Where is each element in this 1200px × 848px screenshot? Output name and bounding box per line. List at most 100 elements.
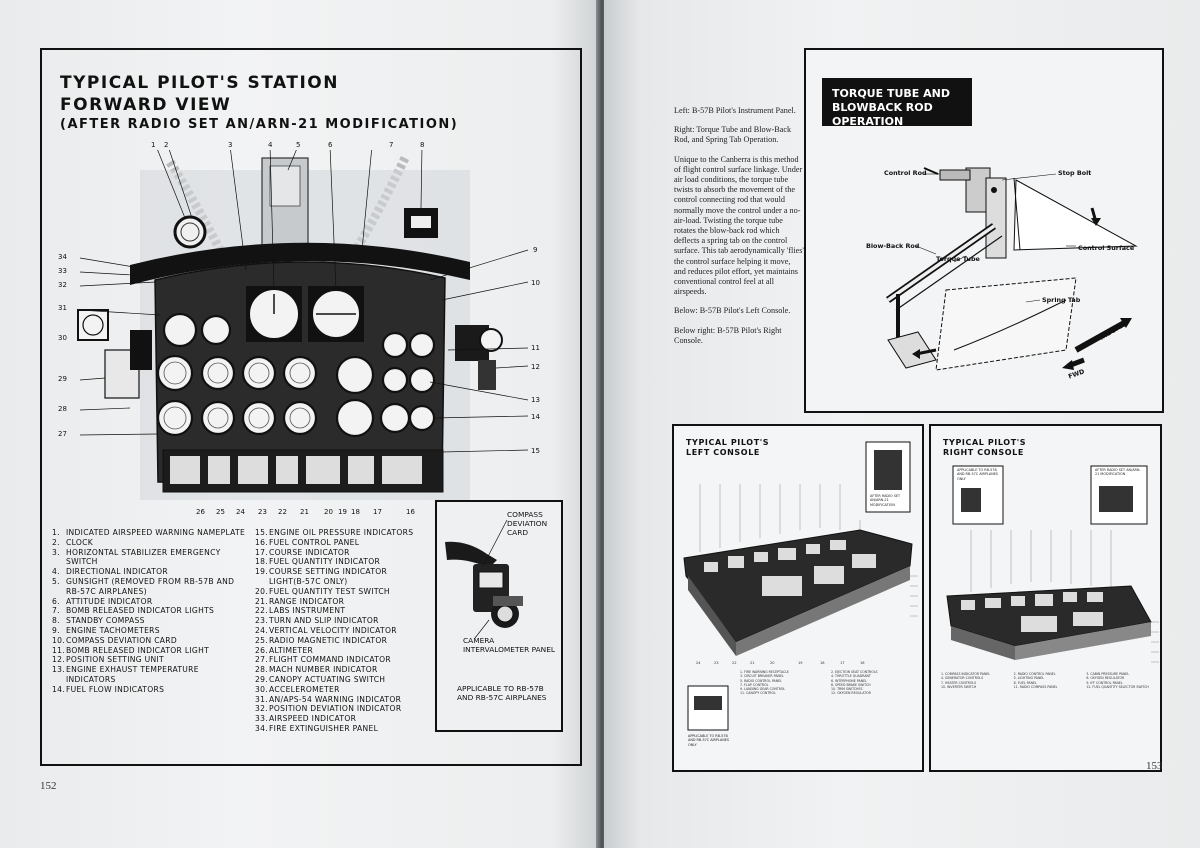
legend-num: 12.	[52, 655, 65, 665]
legend-text: Fuel control panel	[269, 537, 360, 547]
legend-text: Vertical velocity indicator	[269, 625, 397, 635]
legend-item: 5.Gunsight (removed from RB-57B and RB-5…	[52, 577, 250, 597]
legend-entry: 8. Fuel panel	[1013, 680, 1037, 685]
compass-label-bottom: APPLICABLE TO RB-57B AND RB-57C AIRPLANE…	[457, 684, 547, 702]
legend-num: 19.	[255, 567, 268, 577]
torque-tube-diagram: TORQUE TUBE AND BLOWBACK ROD OPERATION	[804, 48, 1164, 413]
legend-item: 34.Fire extinguisher panel	[255, 724, 425, 734]
legend-text: Bomb released indicator light	[66, 645, 210, 655]
legend-num: 15.	[255, 528, 268, 537]
legend-item: 16.Fuel control panel	[255, 538, 425, 548]
right-console-inset-note-b: After radio set AN/ARN-21 modification	[1095, 468, 1141, 477]
legend-num: 34.	[255, 723, 268, 733]
left-console-legend: 1. Fire warning receptacle 2. Ejection s…	[740, 670, 916, 696]
legend-num: 21.	[255, 596, 268, 606]
caption-column: Left: B-57B Pilot's Instrument Panel. Ri…	[674, 106, 804, 355]
legend-num: 28.	[255, 665, 268, 675]
left-console-title: Typical Pilot's Left Console	[686, 438, 769, 458]
legend-entry: 4. Throttle quadrant	[831, 674, 871, 679]
legend-num: 27.	[255, 655, 268, 665]
legend-num: 3.	[52, 547, 60, 557]
legend-item: 1. Indicated airspeed warning nameplate	[52, 528, 250, 538]
legend-item: 4. Directional indicator	[52, 567, 250, 577]
legend-item: 21.Range indicator	[255, 597, 425, 607]
legend-item: 6.Attitude indicator	[52, 597, 250, 607]
legend-text: Horizontal stabilizer emergency switch	[66, 547, 221, 567]
legend-text: Gunsight (removed from RB-57B and RB-57C…	[66, 576, 235, 596]
legend-num: 10.	[52, 635, 65, 645]
legend-text: Fuel flow indicators	[66, 684, 165, 694]
caption-left: Left: B-57B Pilot's Instrument Panel.	[674, 106, 796, 115]
legend-entry: 12. Fuel quantity selector switch	[1086, 684, 1149, 689]
label-torque-tube: Torque Tube	[936, 255, 980, 263]
left-console-title-line1: Typical Pilot's	[686, 438, 770, 447]
legend-text: Fuel quantity indicator	[269, 557, 381, 567]
legend-num: 4.	[52, 567, 60, 577]
legend-num: 22.	[255, 606, 268, 616]
legend-text: Clock	[66, 537, 94, 547]
torque-tube-illustration	[885, 167, 1138, 371]
legend-item: 17.Course indicator	[255, 548, 425, 558]
legend-num: 8.	[52, 616, 60, 626]
legend-text: Attitude indicator	[66, 596, 153, 606]
legend-text: LABS instrument	[269, 606, 346, 616]
legend-entry: 8. Speed brake switch	[831, 682, 871, 687]
legend-item: 24.Vertical velocity indicator	[255, 626, 425, 636]
legend-num: 29.	[255, 674, 268, 684]
legend-entry: 1. Fire warning receptacle	[740, 670, 789, 674]
legend-item: 14.Fuel flow indicators	[52, 685, 250, 695]
svg-text:24: 24	[696, 661, 701, 665]
legend-num: 33.	[255, 714, 268, 724]
legend-item: 10.Compass deviation card	[52, 636, 250, 646]
legend-item: 25.Radio magnetic indicator	[255, 636, 425, 646]
legend-text: Bomb released indicator lights	[66, 606, 215, 616]
legend-num: 7.	[52, 606, 60, 616]
legend-num: 13.	[52, 665, 65, 675]
legend-num: 26.	[255, 645, 268, 655]
right-page: Left: B-57B Pilot's Instrument Panel. Ri…	[604, 0, 1200, 848]
legend-entry: 10. Trim switches	[831, 687, 863, 692]
legend-num: 20.	[255, 586, 268, 596]
label-stop-bolt: Stop Bolt	[1058, 169, 1092, 177]
legend-item: 18.Fuel quantity indicator	[255, 557, 425, 567]
label-control-rod: Control Rod	[884, 169, 927, 177]
legend-text: Standby compass	[66, 616, 145, 626]
svg-text:23: 23	[714, 661, 719, 665]
legend-num: 16.	[255, 537, 268, 547]
legend-entry: 3. Circuit breaker panel	[740, 674, 784, 679]
legend-entry: 3. Cabin pressure panel	[1086, 672, 1130, 676]
legend-text: Compass deviation card	[66, 635, 178, 645]
right-console-legend: 1. Compass indicator panel 2. Radio cont…	[941, 672, 1155, 689]
caption-below-right: Below right: B-57B Pilot's Right Console…	[674, 325, 782, 345]
legend-num: 18.	[255, 557, 268, 567]
title-line-2: FORWARD VIEW	[60, 95, 232, 115]
left-console-inset-note: After radio set AN/ARN-21 modification	[870, 494, 901, 507]
legend-entry: 12. Oxygen regulator	[831, 691, 871, 696]
legend-num: 1.	[52, 528, 60, 537]
legend-item: 3. Horizontal stabilizer emergency switch	[52, 548, 250, 568]
svg-text:22: 22	[732, 661, 737, 665]
svg-text:16: 16	[860, 661, 865, 665]
legend-text: Directional indicator	[66, 567, 168, 577]
legend-text: Fire extinguisher panel	[269, 723, 379, 733]
legend-text: Airspeed indicator	[269, 714, 357, 724]
legend-num: 31.	[255, 694, 268, 704]
legend-item: 31.AN/APS-54 warning indicator	[255, 695, 425, 705]
legend-item: 13.Engine exhaust temperature indicators	[52, 665, 250, 685]
svg-text:19: 19	[798, 661, 803, 665]
legend-text: Engine oil pressure indicators	[269, 528, 414, 537]
left-console-diagram: Typical Pilot's Left Console	[672, 424, 924, 772]
legend-text: Indicated airspeed warning nameplate	[66, 528, 246, 537]
legend-item: 2.Clock	[52, 538, 250, 548]
page-number-left: 152	[40, 780, 57, 792]
legend-item: 26.Altimeter	[255, 646, 425, 656]
right-console-inset-note-a: Applicable to RB-57B and RB-57C airplane…	[957, 468, 999, 481]
legend-entry: 6. Oxygen regulator	[1086, 676, 1125, 681]
legend-text: Engine tachometers	[66, 625, 160, 635]
left-page-frame	[40, 48, 582, 766]
legend-item: 22.LABS instrument	[255, 606, 425, 616]
left-console-title-line2: Left Console	[686, 448, 760, 457]
label-blow-back-rod: Blow-Back Rod	[866, 242, 920, 250]
legend-text: Position setting unit	[66, 655, 164, 665]
